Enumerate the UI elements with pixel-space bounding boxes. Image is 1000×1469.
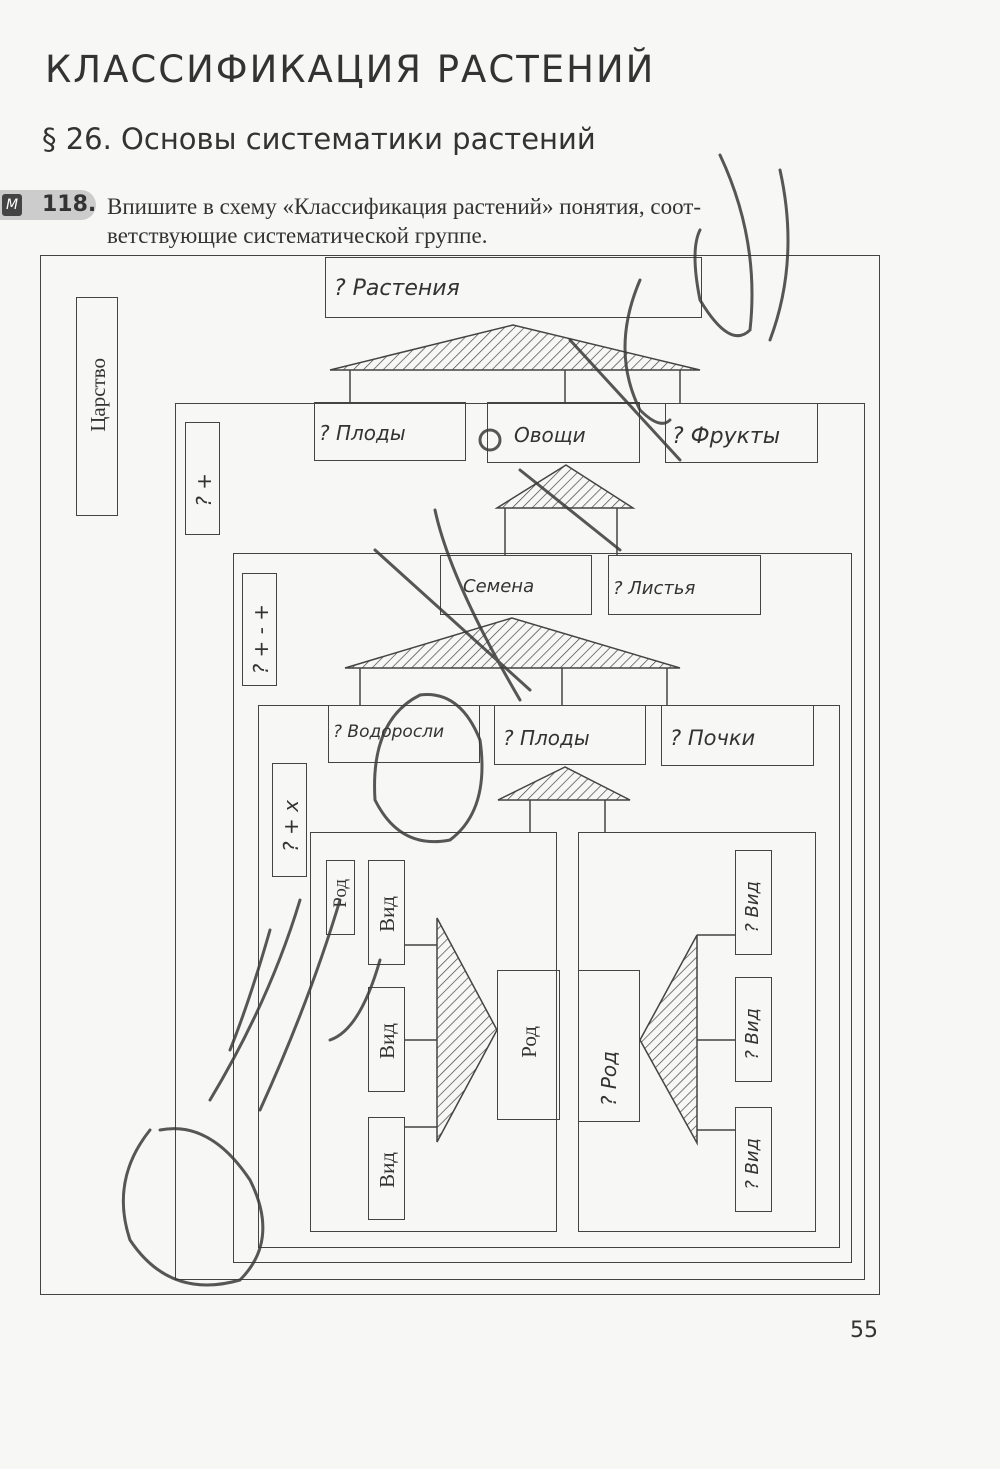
section-title: § 26. Основы систематики растений (42, 122, 596, 156)
outer-frame (40, 255, 880, 1295)
left-species-box-3: Вид (368, 1117, 405, 1220)
row1-answer-1: ? Плоды (319, 421, 406, 445)
level2-label: ? + (192, 473, 216, 507)
row1-box-3[interactable]: ? Фрукты (665, 403, 818, 463)
row2-answer-1: Семена (463, 576, 535, 597)
row1-box-2[interactable]: Овощи (487, 402, 640, 463)
row1-answer-3: ? Фрукты (672, 424, 781, 449)
right-species-answer-2: ? Вид (742, 1008, 763, 1060)
row2-answer-2: ? Листья (613, 578, 696, 599)
kingdom-label-box: Царство (76, 297, 118, 516)
row1-box-1[interactable]: ? Плоды (314, 402, 466, 461)
row3-answer-1: ? Водоросли (333, 722, 445, 742)
left-species-box-1: Вид (368, 860, 405, 965)
row3-box-1[interactable]: ? Водоросли (328, 705, 480, 763)
level4-label-box[interactable]: ? + x (272, 763, 307, 877)
task-marker: М (2, 194, 22, 216)
right-species-box-3[interactable]: ? Вид (735, 1107, 772, 1212)
right-genus-box[interactable]: ? Род (578, 970, 640, 1122)
level3-label: ? + - + (249, 604, 273, 675)
level2-frame (175, 403, 865, 1280)
row1-answer-2: Овощи (514, 423, 586, 447)
task-line-1: Впишите в схему «Классификация растений»… (107, 194, 701, 219)
row2-box-1[interactable]: Семена (440, 555, 592, 615)
level2-label-box[interactable]: ? + (185, 422, 220, 535)
left-genus-small-label: Род (330, 879, 351, 908)
row2-box-2[interactable]: ? Листья (608, 555, 761, 615)
plants-box[interactable]: ? Растения (325, 257, 702, 318)
chapter-title: КЛАССИФИКАЦИЯ РАСТЕНИЙ (45, 48, 656, 91)
left-genus-label: Род (517, 1026, 541, 1058)
level4-label: ? + x (279, 800, 303, 852)
task-text: Впишите в схему «Классификация растений»… (107, 192, 897, 250)
row3-box-3[interactable]: ? Почки (661, 705, 814, 766)
kingdom-label: Царство (86, 358, 110, 432)
left-genus-small-box: Род (326, 860, 355, 935)
level3-label-box[interactable]: ? + - + (242, 573, 277, 686)
left-species-label-2: Вид (375, 1023, 399, 1059)
right-species-answer-3: ? Вид (742, 1138, 763, 1190)
left-species-box-2: Вид (368, 987, 405, 1092)
row3-answer-3: ? Почки (670, 726, 756, 750)
task-line-2: ветствующие систематической группе. (107, 223, 488, 248)
page-number: 55 (850, 1318, 878, 1343)
left-species-label-1: Вид (375, 896, 399, 932)
plants-answer: ? Растения (334, 276, 460, 301)
left-genus-box: Род (497, 970, 560, 1120)
right-species-box-2[interactable]: ? Вид (735, 977, 772, 1082)
right-species-box-1[interactable]: ? Вид (735, 850, 772, 955)
row3-box-2[interactable]: ? Плоды (494, 705, 646, 765)
right-genus-answer: ? Род (597, 1051, 621, 1107)
row3-answer-2: ? Плоды (503, 726, 590, 750)
task-number: 118. (42, 192, 97, 217)
left-species-label-3: Вид (375, 1152, 399, 1188)
right-species-answer-1: ? Вид (742, 881, 763, 933)
task-badge: М 118. (0, 190, 96, 220)
